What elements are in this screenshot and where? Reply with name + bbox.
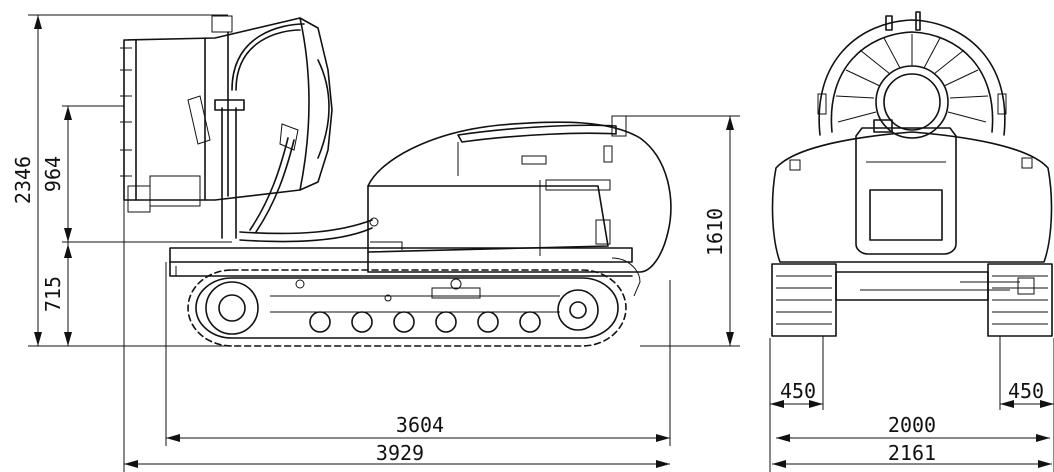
track-gauge-label: 2000 <box>888 413 936 437</box>
fan-ring <box>817 11 1007 139</box>
overall-length-label: 3929 <box>376 441 424 465</box>
mast-and-hoses <box>214 23 373 243</box>
side-view-labels: 2346 964 715 1610 3604 3929 <box>11 156 727 465</box>
track-assembly <box>187 269 627 347</box>
track-length-label: 3604 <box>396 413 444 437</box>
fan-housing <box>120 15 333 213</box>
side-view-dimensions <box>28 14 740 472</box>
tank-body <box>367 115 672 273</box>
side-view: 2346 964 715 1610 3604 3929 <box>11 14 740 472</box>
track-width-right-label: 450 <box>1008 379 1044 403</box>
front-view-labels: 450 450 2000 2161 <box>780 379 1044 465</box>
front-tank-body <box>771 119 1053 263</box>
front-tracks <box>771 263 1053 337</box>
fan-height-label: 964 <box>41 156 65 192</box>
overall-width-label: 2161 <box>888 441 936 465</box>
front-view-dimensions <box>769 336 1054 472</box>
body-height-label: 1610 <box>703 208 727 256</box>
overall-height-label: 2346 <box>11 156 35 204</box>
chassis-height-label: 715 <box>41 276 65 312</box>
front-view: 450 450 2000 2161 <box>769 11 1054 472</box>
track-width-left-label: 450 <box>780 379 816 403</box>
chassis-frame <box>169 241 641 297</box>
